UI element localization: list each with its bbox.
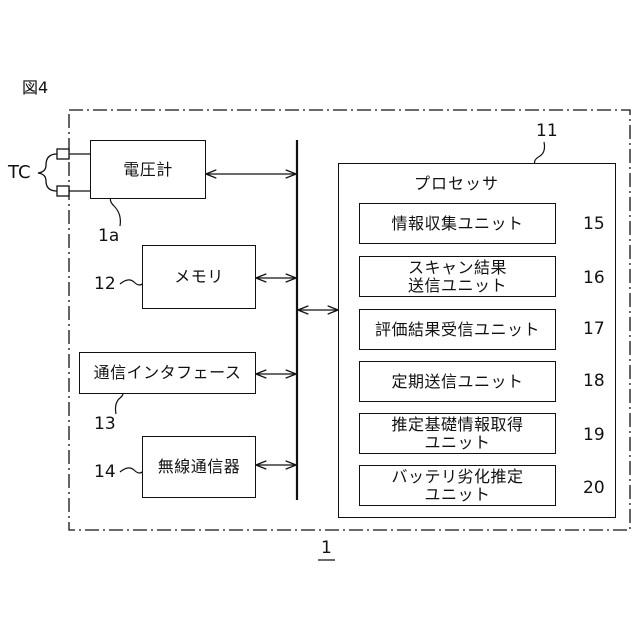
memory-label: メモリ: [174, 268, 224, 286]
tc-label: TC: [8, 163, 31, 183]
terminal-bottom: [57, 186, 69, 196]
unit-ref-18: 18: [583, 371, 605, 391]
terminal-top: [57, 149, 69, 159]
comm-interface-label: 通信インタフェース: [94, 364, 242, 382]
tc-brace: [38, 154, 57, 191]
device-ref: 1: [321, 538, 332, 558]
leader-1a: [110, 196, 120, 226]
leader-12: [120, 280, 144, 285]
unit-scan-result-send: スキャン結果 送信ユニット: [359, 256, 556, 297]
unit-battery-degradation: バッテリ劣化推定 ユニット: [359, 465, 556, 506]
wireless-label: 無線通信器: [158, 458, 241, 476]
unit-estimate-info-acquire: 推定基礎情報取得 ユニット: [359, 413, 556, 454]
processor-label: プロセッサ: [414, 174, 499, 194]
unit-ref-17: 17: [583, 319, 605, 339]
wireless-ref: 14: [94, 462, 116, 482]
comm-interface-ref: 13: [94, 414, 116, 434]
unit-eval-result-receive: 評価結果受信ユニット: [359, 309, 556, 350]
wireless-block: 無線通信器: [142, 436, 256, 498]
unit-info-collection: 情報収集ユニット: [359, 203, 556, 244]
leader-11: [535, 142, 545, 164]
voltmeter-ref: 1a: [98, 226, 119, 246]
memory-block: メモリ: [142, 245, 256, 309]
unit-ref-15: 15: [583, 214, 605, 234]
leader-14: [120, 468, 144, 473]
unit-periodic-send: 定期送信ユニット: [359, 361, 556, 402]
unit-ref-16: 16: [583, 268, 605, 288]
processor-ref: 11: [536, 121, 558, 141]
voltmeter-block: 電圧計: [90, 140, 206, 199]
memory-ref: 12: [94, 274, 116, 294]
unit-ref-20: 20: [583, 478, 605, 498]
voltmeter-label: 電圧計: [123, 161, 173, 179]
unit-ref-19: 19: [583, 425, 605, 445]
figure-label: 図4: [22, 78, 48, 98]
comm-interface-block: 通信インタフェース: [79, 352, 256, 394]
